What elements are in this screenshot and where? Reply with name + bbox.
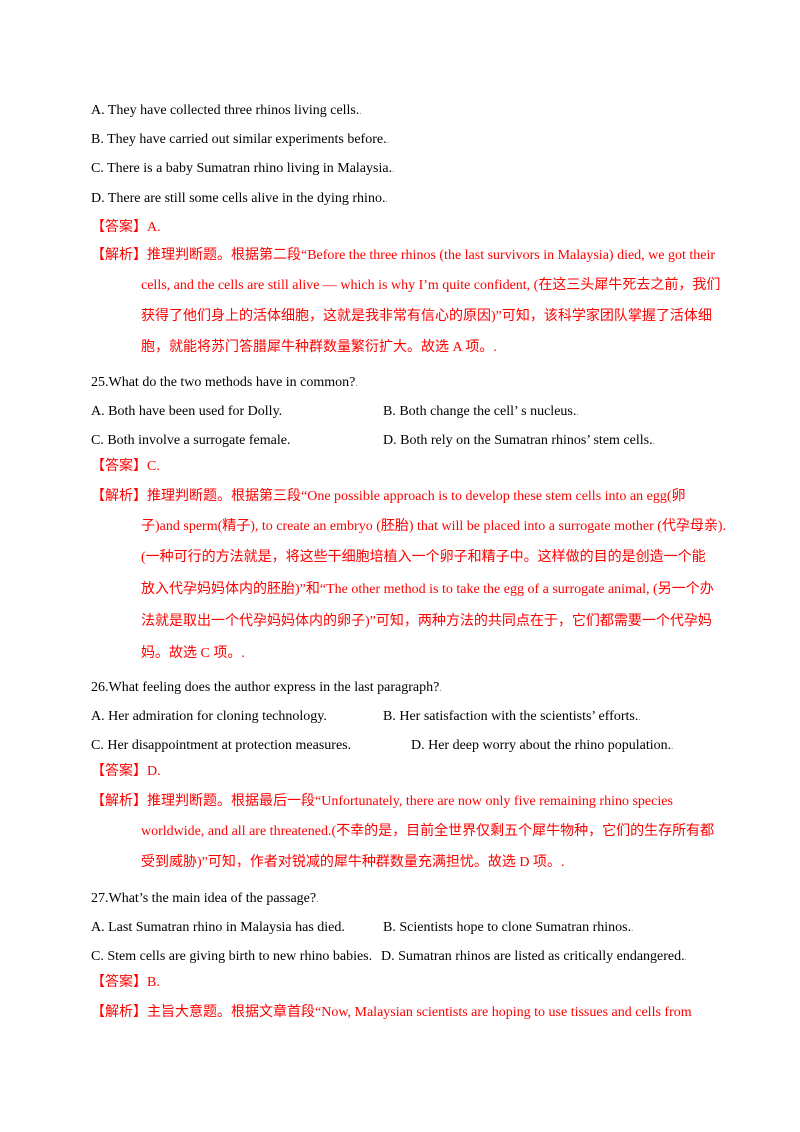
answer-label: 【答案】: [91, 459, 147, 474]
q24-option-d: D. There are still some cells alive in t…: [91, 191, 388, 206]
q24-explanation-line-2: cells, and the cells are still alive — w…: [141, 278, 721, 293]
q27-question: 27.What’s the main idea of the passage?.: [91, 891, 319, 906]
q24-option-b: B. They have carried out similar experim…: [91, 132, 389, 147]
answer-value: B.: [147, 975, 160, 990]
q27-option-c: C. Stem cells are giving birth to new rh…: [91, 949, 373, 964]
q26-option-d: D. Her deep worry about the rhino popula…: [411, 738, 674, 753]
answer-value: D.: [147, 764, 161, 779]
q25-explanation-line-1: 【解析】推理判断题。根据第三段“One possible approach is…: [91, 489, 686, 504]
q25-explanation-line-5: 法就是取出一个代孕妈妈体内的卵子)”可知，两种方法的共同点在于，它们都需要一个代…: [141, 614, 712, 629]
answer-value: A.: [147, 220, 161, 235]
answer-value: C.: [147, 459, 160, 474]
answer-label: 【答案】: [91, 764, 147, 779]
q24-explanation-line-4: 胞，就能将苏门答腊犀牛种群数量繁衍扩大。故选 A 项。.: [141, 340, 497, 355]
q25-option-c: C. Both involve a surrogate female.: [91, 433, 291, 448]
q26-option-c: C. Her disappointment at protection meas…: [91, 738, 352, 753]
q24-answer: 【答案】A.: [91, 218, 161, 238]
q25-answer: 【答案】C.: [91, 457, 160, 477]
q25-explanation-line-2: 子)and sperm(精子), to create an embryo (胚胎…: [141, 519, 727, 534]
q24-explanation-line-1: 【解析】推理判断题。根据第二段“Before the three rhinos …: [91, 248, 716, 263]
answer-label: 【答案】: [91, 975, 147, 990]
q27-answer: 【答案】B.: [91, 973, 160, 993]
q27-option-a: A. Last Sumatran rhino in Malaysia has d…: [91, 920, 345, 935]
q25-option-b: B. Both change the cell’ s nucleus..: [383, 404, 579, 419]
q26-question: 26.What feeling does the author express …: [91, 680, 442, 695]
q25-option-d: D. Both rely on the Sumatran rhinos’ ste…: [383, 433, 655, 448]
q25-option-a: A. Both have been used for Dolly.: [91, 404, 283, 419]
q26-option-b: B. Her satisfaction with the scientists’…: [383, 709, 641, 724]
q26-explanation-line-2: worldwide, and all are threatened.(不幸的是，…: [141, 824, 715, 839]
q26-option-a: A. Her admiration for cloning technology…: [91, 709, 327, 724]
q24-explanation-line-3: 获得了他们身上的活体细胞，这就是我非常有信心的原因)”可知，该科学家团队掌握了活…: [141, 309, 712, 324]
q27-option-d: D. Sumatran rhinos are listed as critica…: [381, 949, 687, 964]
q27-explanation-line-1: 【解析】主旨大意题。根据文章首段“Now, Malaysian scientis…: [91, 1005, 692, 1020]
q26-answer: 【答案】D.: [91, 762, 161, 782]
q25-question: 25.What do the two methods have in commo…: [91, 375, 358, 390]
q25-explanation-line-6: 妈。故选 C 项。.: [141, 646, 245, 661]
q26-explanation-line-1: 【解析】推理判断题。根据最后一段“Unfortunately, there ar…: [91, 794, 673, 809]
q26-explanation-line-3: 受到威胁)”可知，作者对锐减的犀牛种群数量充满担忧。故选 D 项。.: [141, 855, 565, 870]
q25-explanation-line-4: 放入代孕妈妈体内的胚胎)”和“The other method is to ta…: [141, 582, 714, 597]
q27-option-b: B. Scientists hope to clone Sumatran rhi…: [383, 920, 634, 935]
q24-option-a: A. They have collected three rhinos livi…: [91, 103, 362, 118]
q24-option-c: C. There is a baby Sumatran rhino living…: [91, 161, 395, 176]
q25-explanation-line-3: (一种可行的方法就是，将这些干细胞培植入一个卵子和精子中。这样做的目的是创造一个…: [141, 550, 706, 565]
answer-label: 【答案】: [91, 220, 147, 235]
